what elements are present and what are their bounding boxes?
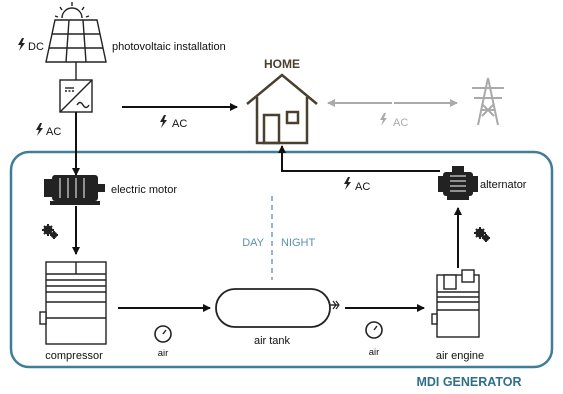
home-icon: [246, 73, 318, 145]
electric-motor-label: electric motor: [111, 184, 177, 196]
mdi-generator-title: MDI GENERATOR: [416, 375, 521, 389]
gears-icon-motor: [41, 223, 59, 240]
compressor-label: compressor: [45, 350, 103, 362]
ac-label-alternator: AC: [355, 181, 370, 193]
ac-bolt-icon-alternator: [344, 177, 351, 190]
air-gauge-label-left: air: [158, 348, 169, 359]
power-pylon-icon: [472, 77, 504, 126]
air-engine-icon: [431, 269, 480, 338]
ac-bolt-icon-motor: [36, 123, 43, 136]
pressure-gauge-icon-left: [154, 325, 172, 343]
night-label: NIGHT: [281, 237, 316, 249]
photovoltaic-label: photovoltaic installation: [112, 41, 226, 53]
electric-motor-icon: [44, 175, 105, 205]
alternator-to-home-arrow: [278, 145, 440, 172]
ac-label-home: AC: [172, 118, 187, 130]
ac-bolt-icon-home: [160, 115, 167, 128]
sun-icon: [54, 2, 90, 19]
dc-label: DC: [28, 41, 44, 53]
inverter-icon: [59, 79, 93, 113]
air-gauge-label-right: air: [369, 347, 380, 358]
dc-bolt-icon: [18, 38, 25, 51]
ac-label-motor: AC: [46, 126, 61, 138]
ac-bolt-icon-grid: [380, 113, 387, 126]
solar-panel-icon: [45, 19, 107, 70]
alternator-icon: [438, 166, 478, 200]
air-tank-label: air tank: [254, 335, 291, 347]
ac-label-grid: AC: [393, 117, 408, 129]
gears-icon-engine: [473, 226, 491, 243]
alternator-label: alternator: [480, 179, 527, 191]
pressure-gauge-icon-right: [365, 321, 383, 339]
day-label: DAY: [242, 237, 264, 249]
home-title: HOME: [264, 57, 300, 71]
air-engine-label: air engine: [436, 350, 484, 362]
air-tank-icon: [215, 288, 340, 328]
compressor-icon: [39, 261, 107, 345]
